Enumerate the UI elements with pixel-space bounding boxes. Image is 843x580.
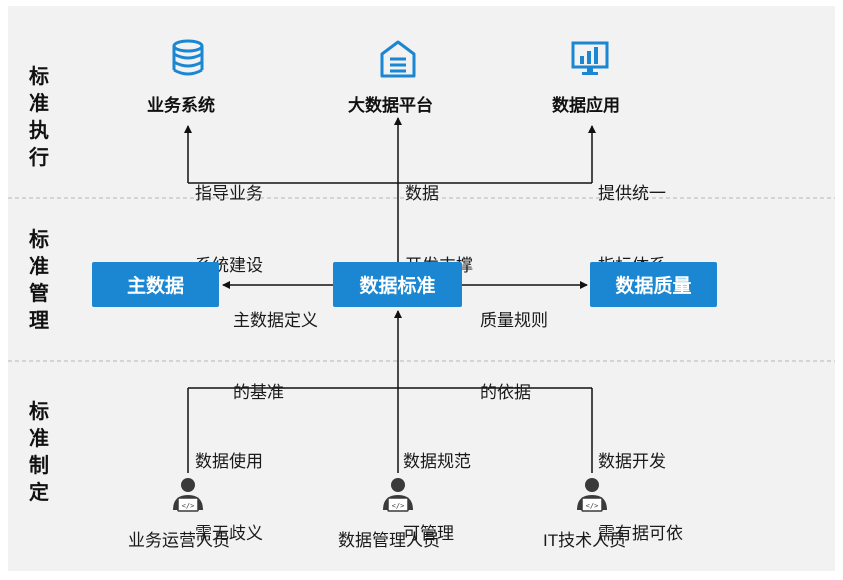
annotation-line: 的基准 (233, 383, 284, 402)
annotation-quality-rules-basis: 质量规则 的依据 (480, 261, 548, 429)
annotation-line: 质量规则 (480, 311, 548, 330)
annotation-evidence-based-dev: 数据开发 需有据可依 (598, 402, 683, 570)
annotation-line: 需有据可依 (598, 524, 683, 543)
row-label-formulation: 标准制定 (29, 401, 49, 504)
system-label-business: 业务系统 (147, 96, 215, 115)
svg-text:</>: </> (586, 502, 599, 510)
database-icon (172, 39, 204, 76)
master-data-box: 主数据 (92, 262, 219, 307)
row-label-management: 标准管理 (29, 229, 49, 332)
annotation-master-data-basis: 主数据定义 的基准 (233, 261, 318, 429)
data-standard-label: 数据标准 (359, 276, 436, 297)
annotation-line: 提供统一 (598, 184, 666, 203)
master-data-label: 主数据 (126, 276, 184, 297)
developer-person-icon: </> (383, 478, 413, 512)
annotation-unambiguous-usage: 数据使用 需无歧义 (195, 402, 263, 570)
annotation-line: 需无歧义 (195, 524, 263, 543)
annotation-line: 数据 (405, 184, 439, 203)
annotation-line: 主数据定义 (233, 311, 318, 330)
annotation-line: 数据使用 (195, 452, 263, 471)
role-label-it-tech: IT技术人员 (543, 531, 627, 550)
annotation-line: 的依据 (480, 383, 531, 402)
system-label-data-application: 数据应用 (552, 96, 620, 115)
role-label-business-ops: 业务运营人员 (128, 531, 230, 550)
role-label-data-manager: 数据管理人员 (338, 531, 440, 550)
data-quality-box: 数据质量 (590, 262, 717, 307)
monitor-chart-icon (571, 41, 609, 75)
annotation-line: 可管理 (403, 524, 454, 543)
house-icon (380, 40, 416, 78)
row-label-execution: 标准执行 (29, 66, 49, 169)
annotation-manageable-spec: 数据规范 可管理 (403, 402, 471, 570)
annotation-line: 数据开发 (598, 452, 666, 471)
annotation-line: 指导业务 (195, 184, 263, 203)
svg-text:</>: </> (392, 502, 405, 510)
svg-text:</>: </> (182, 502, 195, 510)
developer-person-icon: </> (577, 478, 607, 512)
annotation-line: 数据规范 (403, 452, 471, 471)
data-quality-label: 数据质量 (615, 276, 692, 297)
system-label-bigdata-platform: 大数据平台 (348, 96, 433, 115)
developer-person-icon: </> (173, 478, 203, 512)
data-standard-box: 数据标准 (333, 262, 462, 307)
